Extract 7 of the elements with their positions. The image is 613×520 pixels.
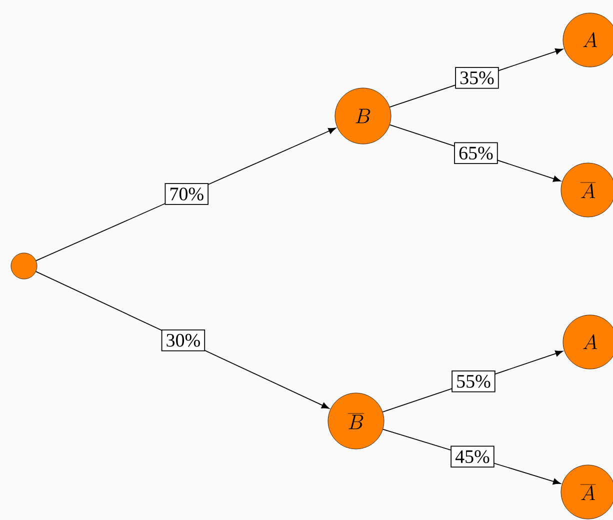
edge-label: 45%: [450, 446, 494, 468]
edge-label: 70%: [164, 183, 208, 205]
root-circle: [10, 252, 38, 280]
edge-label: 35%: [455, 66, 499, 89]
edge-label: 30%: [161, 329, 206, 352]
edge-label: 55%: [452, 370, 496, 392]
edge-label: 65%: [454, 142, 498, 164]
